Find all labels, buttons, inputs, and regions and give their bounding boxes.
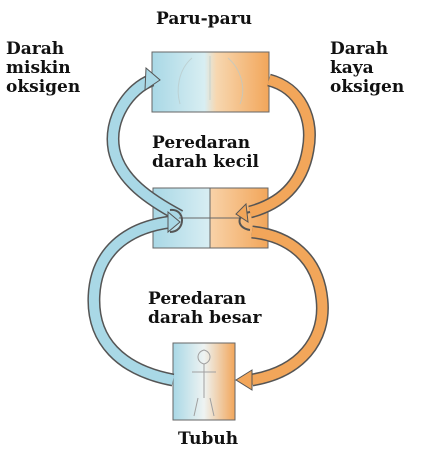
small-circulation-line-2: darah kecil (152, 153, 259, 172)
rich-oxygen-label: Darah kaya oksigen (330, 40, 404, 97)
poor-oxygen-line-1: Darah (6, 40, 80, 59)
large-circulation-line-1: Peredaran (148, 290, 261, 309)
rich-oxygen-line-3: oksigen (330, 78, 404, 97)
poor-oxygen-label: Darah miskin oksigen (6, 40, 80, 97)
small-circulation-label: Peredaran darah kecil (152, 134, 259, 172)
large-circulation-label: Peredaran darah besar (148, 290, 261, 328)
lungs-box (152, 52, 269, 112)
body-box (173, 343, 235, 420)
rich-oxygen-line-1: Darah (330, 40, 404, 59)
poor-oxygen-line-2: miskin (6, 59, 80, 78)
body-label: Tubuh (178, 430, 238, 449)
lungs-label: Paru-paru (156, 10, 252, 29)
poor-oxygen-line-3: oksigen (6, 78, 80, 97)
large-circulation-line-2: darah besar (148, 309, 261, 328)
rich-oxygen-line-2: kaya (330, 59, 404, 78)
small-circulation-line-1: Peredaran (152, 134, 259, 153)
